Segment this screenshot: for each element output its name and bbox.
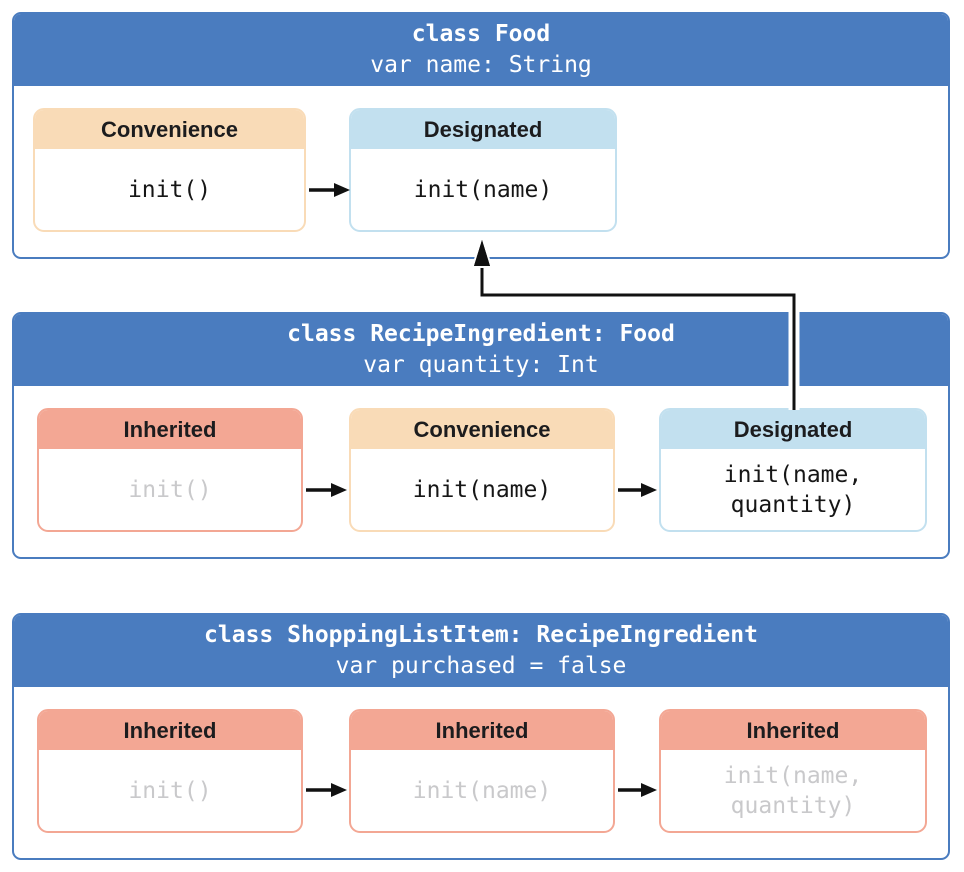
init-code: init(name, quantity) xyxy=(723,762,863,819)
init-code: init(name) xyxy=(412,777,552,804)
class-subtitle: var purchased = false xyxy=(335,653,627,679)
init-code: init(name) xyxy=(413,176,553,203)
class-title: class ShoppingListItem: RecipeIngredient xyxy=(204,622,758,648)
class-container-recipeingredient: class RecipeIngredient: Food var quantit… xyxy=(12,312,950,559)
init-box-designated: Designated init(name, quantity) xyxy=(659,408,927,532)
init-kind-label: Inherited xyxy=(39,711,301,750)
init-box-inherited: Inherited init() xyxy=(37,709,303,833)
class-header-shoppinglistitem: class ShoppingListItem: RecipeIngredient… xyxy=(14,615,948,687)
init-code: init(name) xyxy=(412,476,552,503)
init-box-designated: Designated init(name) xyxy=(349,108,617,232)
init-code: init() xyxy=(127,176,212,203)
init-kind-label: Inherited xyxy=(39,410,301,449)
init-box-inherited: Inherited init() xyxy=(37,408,303,532)
init-box-convenience: Convenience init(name) xyxy=(349,408,615,532)
init-code: init() xyxy=(128,777,212,804)
class-container-shoppinglistitem: class ShoppingListItem: RecipeIngredient… xyxy=(12,613,950,860)
class-container-food: class Food var name: String Convenience … xyxy=(12,12,950,259)
class-title: class RecipeIngredient: Food xyxy=(287,321,675,347)
init-box-convenience: Convenience init() xyxy=(33,108,306,232)
class-header-recipeingredient: class RecipeIngredient: Food var quantit… xyxy=(14,314,948,386)
init-kind-label: Designated xyxy=(351,110,615,149)
init-kind-label: Inherited xyxy=(351,711,613,750)
class-title: class Food xyxy=(411,21,551,47)
init-kind-label: Convenience xyxy=(35,110,304,149)
init-code: init() xyxy=(128,476,212,503)
init-code: init(name, quantity) xyxy=(723,461,863,518)
class-subtitle: var name: String xyxy=(370,52,592,78)
class-subtitle: var quantity: Int xyxy=(363,352,599,378)
class-header-food: class Food var name: String xyxy=(14,14,948,86)
init-box-inherited: Inherited init(name, quantity) xyxy=(659,709,927,833)
init-kind-label: Convenience xyxy=(351,410,613,449)
init-kind-label: Inherited xyxy=(661,711,925,750)
init-box-inherited: Inherited init(name) xyxy=(349,709,615,833)
init-kind-label: Designated xyxy=(661,410,925,449)
